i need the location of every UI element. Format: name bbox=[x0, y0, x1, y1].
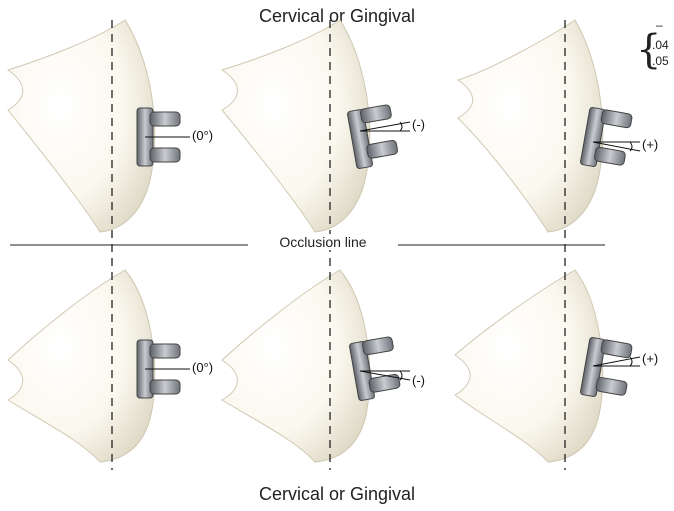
tooth-top-1 bbox=[6, 19, 156, 233]
angle-label-top-2: (-) bbox=[412, 117, 425, 132]
tooth-top-3 bbox=[456, 19, 604, 233]
angle-marker-top-2 bbox=[359, 121, 411, 132]
bracket-top-2 bbox=[347, 104, 398, 169]
bracket-top-3 bbox=[580, 107, 633, 167]
brace-icon: { bbox=[636, 27, 662, 73]
bottom-label: Cervical or Gingival bbox=[258, 484, 416, 504]
tooth-top-2 bbox=[220, 19, 371, 233]
top-label: Cervical or Gingival bbox=[258, 6, 416, 26]
angle-label-bottom-3: (+) bbox=[642, 351, 659, 366]
tooth-bottom-1 bbox=[7, 269, 156, 463]
angle-marker-top-3 bbox=[592, 141, 641, 152]
angle-label-top-1: (0°) bbox=[192, 128, 214, 143]
corner-value-1: .04 bbox=[652, 38, 669, 52]
angle-marker-bottom-3 bbox=[592, 356, 641, 367]
tooth-bottom-2 bbox=[221, 269, 371, 463]
corner-mark: – bbox=[656, 18, 663, 32]
angle-label-bottom-1: (0°) bbox=[192, 360, 214, 375]
occlusion-line-label: Occlusion line bbox=[248, 234, 398, 250]
bracket-bottom-3 bbox=[580, 337, 633, 397]
angle-label-bottom-2: (-) bbox=[412, 373, 425, 388]
angle-label-top-3: (+) bbox=[642, 137, 659, 152]
corner-value-2: .05 bbox=[652, 54, 669, 68]
corner-fragment: – { .04 .05 bbox=[634, 18, 674, 88]
tooth-bottom-3 bbox=[454, 269, 604, 463]
angle-marker-bottom-2 bbox=[359, 370, 411, 381]
